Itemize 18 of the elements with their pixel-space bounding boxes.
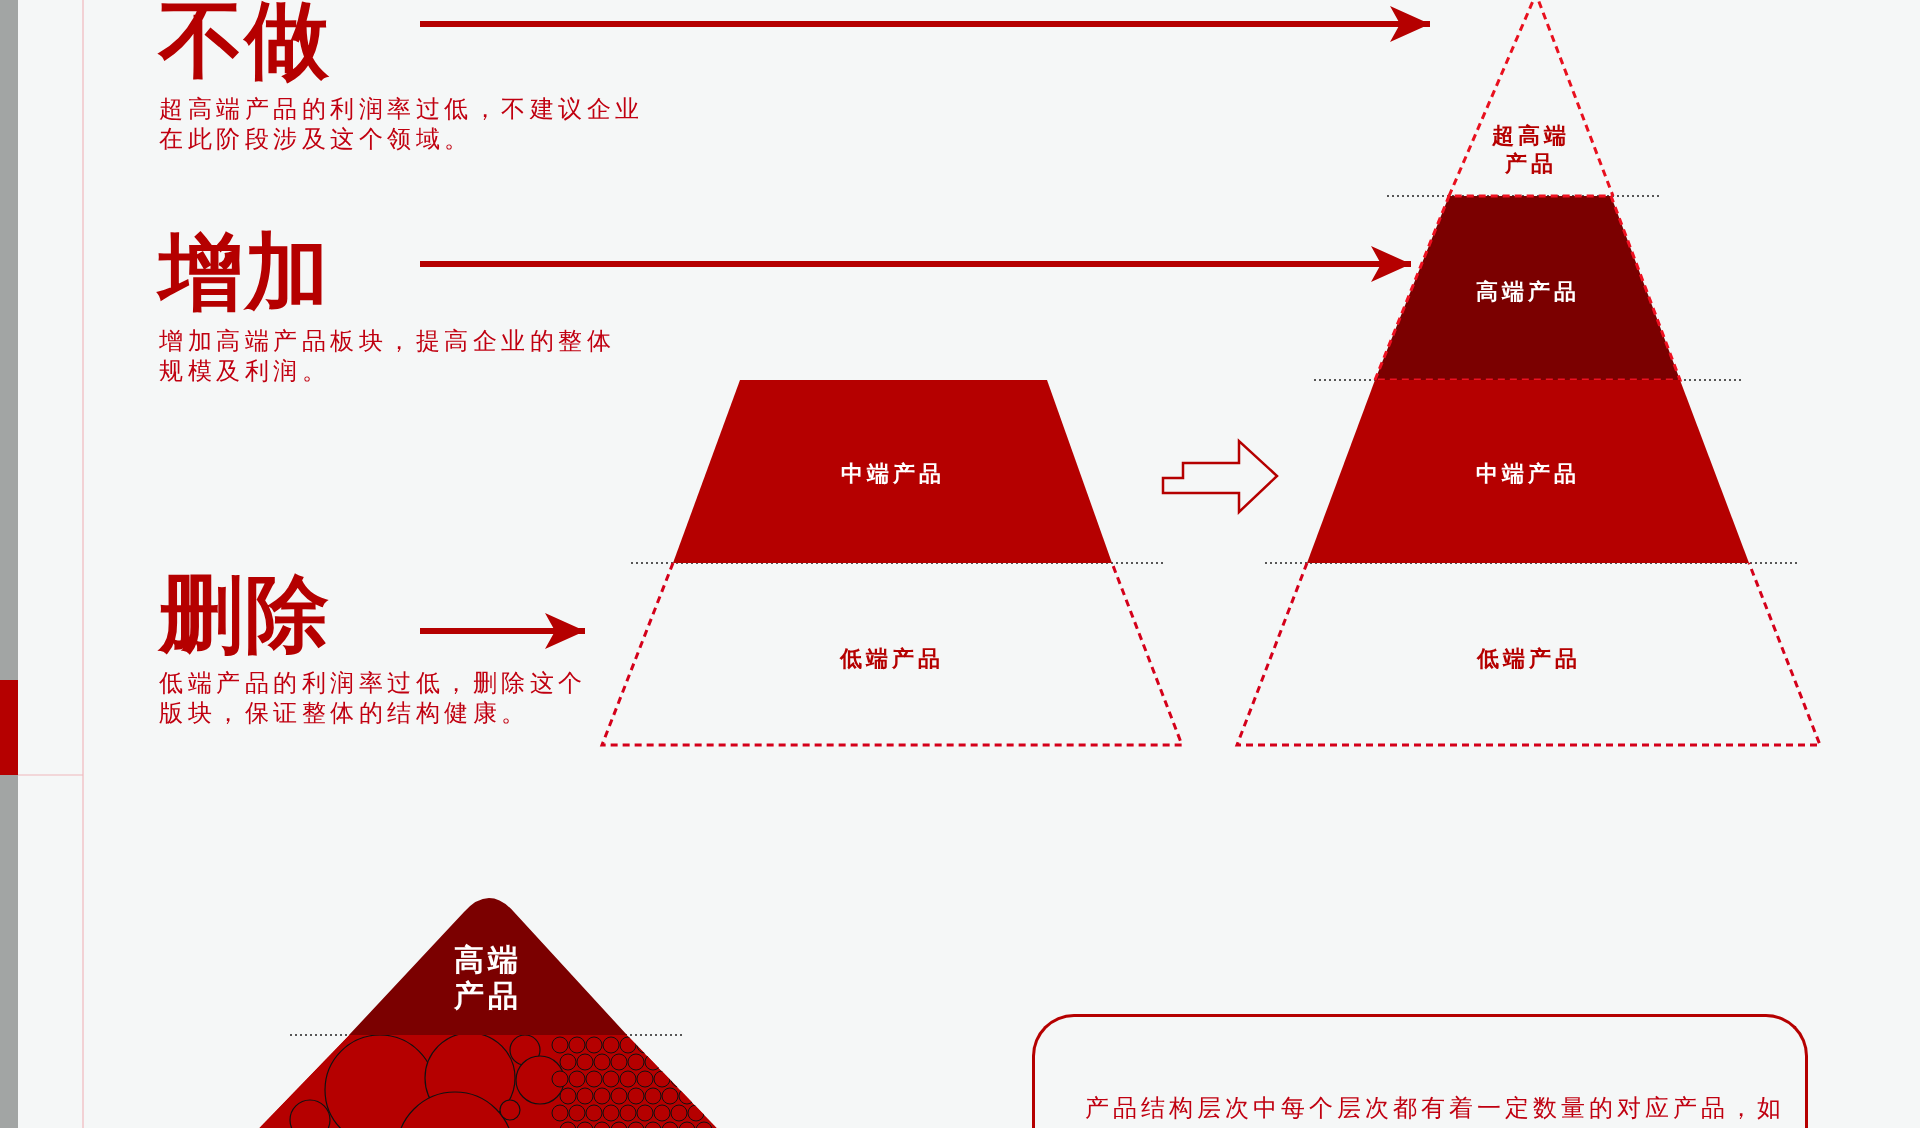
tier-label: 中端产品 [1475,460,1581,488]
arrow [420,246,1411,282]
tier-label: 低端产品 [1475,645,1582,673]
arrow [420,6,1430,42]
tier-label: 高端产品 [1474,278,1581,306]
description-text: 超高端产品的利润率过低，不建议企业在此阶段涉及这个领域。 [159,94,645,154]
heading: 删除 [159,566,332,662]
tier-label: 低端产品 [838,645,945,673]
hollow-arrow [1161,438,1279,515]
arrow [420,613,585,649]
description-text: 增加高端产品板块，提高企业的整体规模及利润。 [159,326,616,386]
text-card [1032,1014,1808,1128]
description-text: 低端产品的利润率过低，删除这个版块，保证整体的结构健康。 [159,668,588,728]
tier-label: 中端产品 [839,460,946,488]
tier-label: 高端产品 [453,942,523,1014]
heading: 不做 [159,0,332,88]
tier-label: 超高端产品 [1491,122,1571,178]
body-text: 产品结构层次中每个层次都有着一定数量的对应产品，如 [1085,1093,1785,1123]
